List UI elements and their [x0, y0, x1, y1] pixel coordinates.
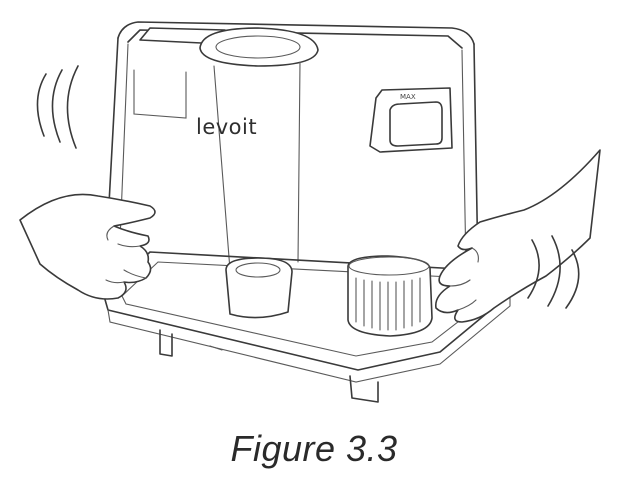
water-tank: MAX levoit [104, 22, 478, 296]
humidifier-tank-illustration: MAX levoit [0, 0, 628, 420]
max-fill-mark: MAX [400, 93, 416, 101]
right-hand [436, 150, 600, 322]
filter-cartridge [348, 256, 432, 336]
figure-caption: Figure 3.3 [0, 428, 628, 470]
brand-logo: levoit [196, 115, 257, 139]
